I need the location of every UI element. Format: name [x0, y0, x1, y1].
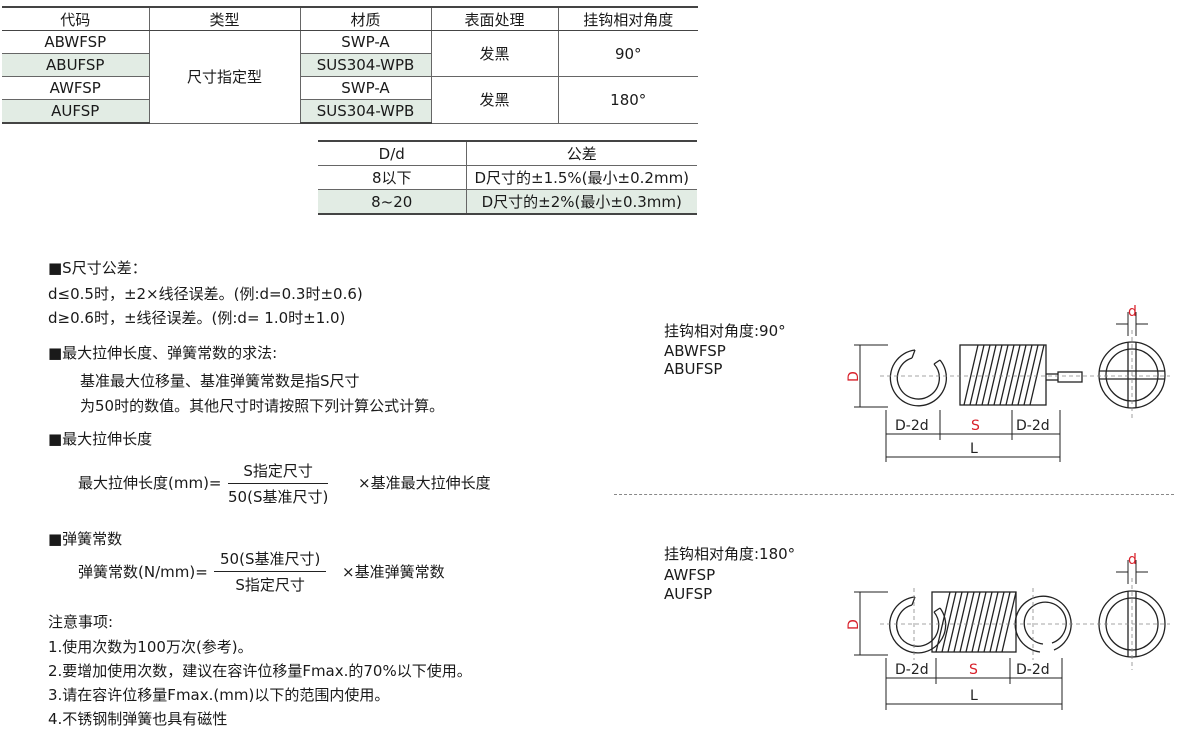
spring-diagram-90: D d D-2d S D-2d L — [846, 304, 1170, 462]
diagram-180-D2d-right: D-2d — [1016, 662, 1050, 678]
diagram-180-code-1: AWFSP — [664, 566, 716, 584]
spec-table: 代码 类型 材质 表面处理 挂钩相对角度 ABWFSP 尺寸指定型 SWP-A … — [2, 6, 698, 124]
table-row: 8以下 D尺寸的±1.5%(最小±0.2mm) — [318, 165, 697, 190]
diagram-180-D-label: D — [846, 619, 862, 630]
code-cell: ABUFSP — [2, 53, 150, 77]
tolerance-cell: D尺寸的±1.5%(最小±0.2mm) — [465, 165, 697, 190]
diagram-90-S-label: S — [971, 418, 980, 434]
max-stretch-rhs: ×基准最大拉伸长度 — [358, 474, 491, 492]
header-ratio: D/d — [318, 140, 467, 166]
s-tolerance-line-1: d≤0.5时，±2×线径误差。(例:d=0.3时±0.6) — [48, 285, 363, 303]
diagram-90-D2d-left: D-2d — [895, 418, 929, 434]
note-item: 3.请在容许位移量Fmax.(mm)以下的范围内使用。 — [48, 686, 390, 704]
spring-const-numerator: 50(S基准尺寸) — [214, 548, 327, 572]
header-angle: 挂钩相对角度 — [557, 6, 698, 31]
tolerance-table: D/d 公差 8以下 D尺寸的±1.5%(最小±0.2mm) 8~20 D尺寸的… — [318, 140, 697, 215]
table-row: AWFSP SWP-A 发黑 180° — [2, 76, 698, 124]
max-stretch-denominator: 50(S基准尺寸) — [228, 488, 329, 506]
diagram-90-D-label: D — [846, 371, 862, 382]
diagram-90-code-1: ABWFSP — [664, 342, 726, 360]
material-cell: SWP-A — [299, 76, 432, 100]
surface-cell: 发黑 — [430, 76, 559, 124]
section-divider — [614, 494, 1174, 495]
table-row: ABUFSP SUS304-WPB — [2, 53, 698, 77]
surface-cell: 发黑 — [430, 30, 559, 77]
diagram-90-D2d-right: D-2d — [1016, 418, 1050, 434]
method-line-1: 基准最大位移量、基准弹簧常数是指S尺寸 — [80, 372, 360, 390]
spec-header-row: 代码 类型 材质 表面处理 挂钩相对角度 — [2, 6, 698, 31]
material-cell: SWP-A — [299, 30, 432, 54]
spring-const-lhs: 弹簧常数(N/mm)= — [78, 563, 208, 581]
note-item: 2.要增加使用次数，建议在容许位移量Fmax.的70%以下使用。 — [48, 662, 472, 680]
spring-diagram-180: D d D-2d S D-2d L — [846, 552, 1170, 710]
diagram-180-d-label: d — [1128, 552, 1137, 568]
max-stretch-fraction: S指定尺寸 50(S基准尺寸) — [228, 460, 329, 507]
max-stretch-title: ■最大拉伸长度 — [48, 430, 153, 448]
header-tolerance: 公差 — [465, 140, 697, 166]
header-material: 材质 — [299, 6, 432, 31]
header-type: 类型 — [148, 6, 301, 31]
s-tolerance-line-2: d≥0.6时，±线径误差。(例:d= 1.0时±1.0) — [48, 309, 346, 327]
diagram-180-caption: 挂钩相对角度:180° — [664, 545, 796, 563]
tolerance-cell: D尺寸的±2%(最小±0.3mm) — [465, 189, 697, 215]
s-tolerance-title: ■S尺寸公差： — [48, 259, 147, 277]
spring-const-denominator: S指定尺寸 — [235, 576, 305, 594]
diagram-180-D2d-left: D-2d — [895, 662, 929, 678]
table-row: AUFSP SUS304-WPB — [2, 99, 698, 124]
code-cell: AWFSP — [2, 76, 150, 100]
spring-const-fraction: 50(S基准尺寸) S指定尺寸 — [214, 548, 327, 595]
code-cell: AUFSP — [2, 99, 150, 124]
angle-cell: 180° — [557, 76, 698, 124]
type-cell: 尺寸指定型 — [148, 30, 301, 124]
header-surface: 表面处理 — [430, 6, 559, 31]
max-stretch-lhs: 最大拉伸长度(mm)= — [78, 474, 222, 492]
diagram-90-d-label: d — [1128, 304, 1137, 320]
material-cell: SUS304-WPB — [299, 53, 431, 77]
spring-const-title: ■弹簧常数 — [48, 530, 123, 548]
table-row: 8~20 D尺寸的±2%(最小±0.3mm) — [318, 189, 697, 215]
angle-cell: 90° — [557, 30, 698, 77]
diagram-90-caption: 挂钩相对角度:90° — [664, 322, 786, 340]
tolerance-header-row: D/d 公差 — [318, 140, 697, 166]
code-cell: ABWFSP — [2, 30, 150, 54]
max-stretch-numerator: S指定尺寸 — [228, 460, 329, 484]
diagram-90-code-2: ABUFSP — [664, 360, 723, 378]
diagram-90-L-label: L — [970, 441, 978, 457]
notes-title: 注意事项: — [48, 613, 114, 631]
method-title: ■最大拉伸长度、弹簧常数的求法: — [48, 344, 278, 362]
diagram-180-S-label: S — [969, 662, 978, 678]
diagram-180-code-2: AUFSP — [664, 585, 713, 603]
ratio-cell: 8~20 — [318, 189, 467, 215]
diagram-180-L-label: L — [970, 688, 978, 704]
material-cell: SUS304-WPB — [299, 99, 431, 124]
ratio-cell: 8以下 — [318, 165, 467, 190]
spring-const-rhs: ×基准弹簧常数 — [342, 563, 445, 581]
note-item: 1.使用次数为100万次(参考)。 — [48, 638, 253, 656]
method-line-2: 为50时的数值。其他尺寸时请按照下列计算公式计算。 — [80, 397, 445, 415]
header-code: 代码 — [2, 6, 150, 31]
table-row: ABWFSP 尺寸指定型 SWP-A 发黑 90° — [2, 30, 698, 124]
note-item: 4.不锈钢制弹簧也具有磁性 — [48, 710, 228, 728]
